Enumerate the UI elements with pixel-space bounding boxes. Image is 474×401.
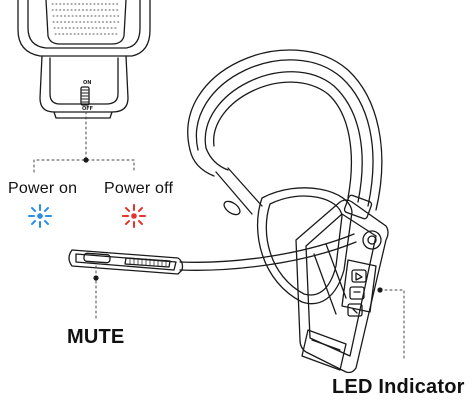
power-switch bbox=[80, 86, 90, 106]
switch-off-mark: OFF bbox=[82, 106, 94, 112]
red-led-burst-icon bbox=[122, 204, 146, 228]
mute-label: MUTE bbox=[67, 326, 125, 348]
control-buttons bbox=[347, 269, 367, 317]
microphone-boom bbox=[68, 233, 357, 275]
power-on-label: Power on bbox=[8, 180, 78, 197]
headset-earcup bbox=[256, 187, 389, 374]
blue-led-burst-icon bbox=[28, 204, 52, 228]
earcup-closeup bbox=[17, 0, 151, 119]
power-off-label: Power off bbox=[104, 180, 174, 197]
switch-on-mark: ON bbox=[83, 80, 92, 86]
headband bbox=[187, 49, 383, 216]
led-indicator-label: LED Indicator bbox=[332, 376, 465, 398]
